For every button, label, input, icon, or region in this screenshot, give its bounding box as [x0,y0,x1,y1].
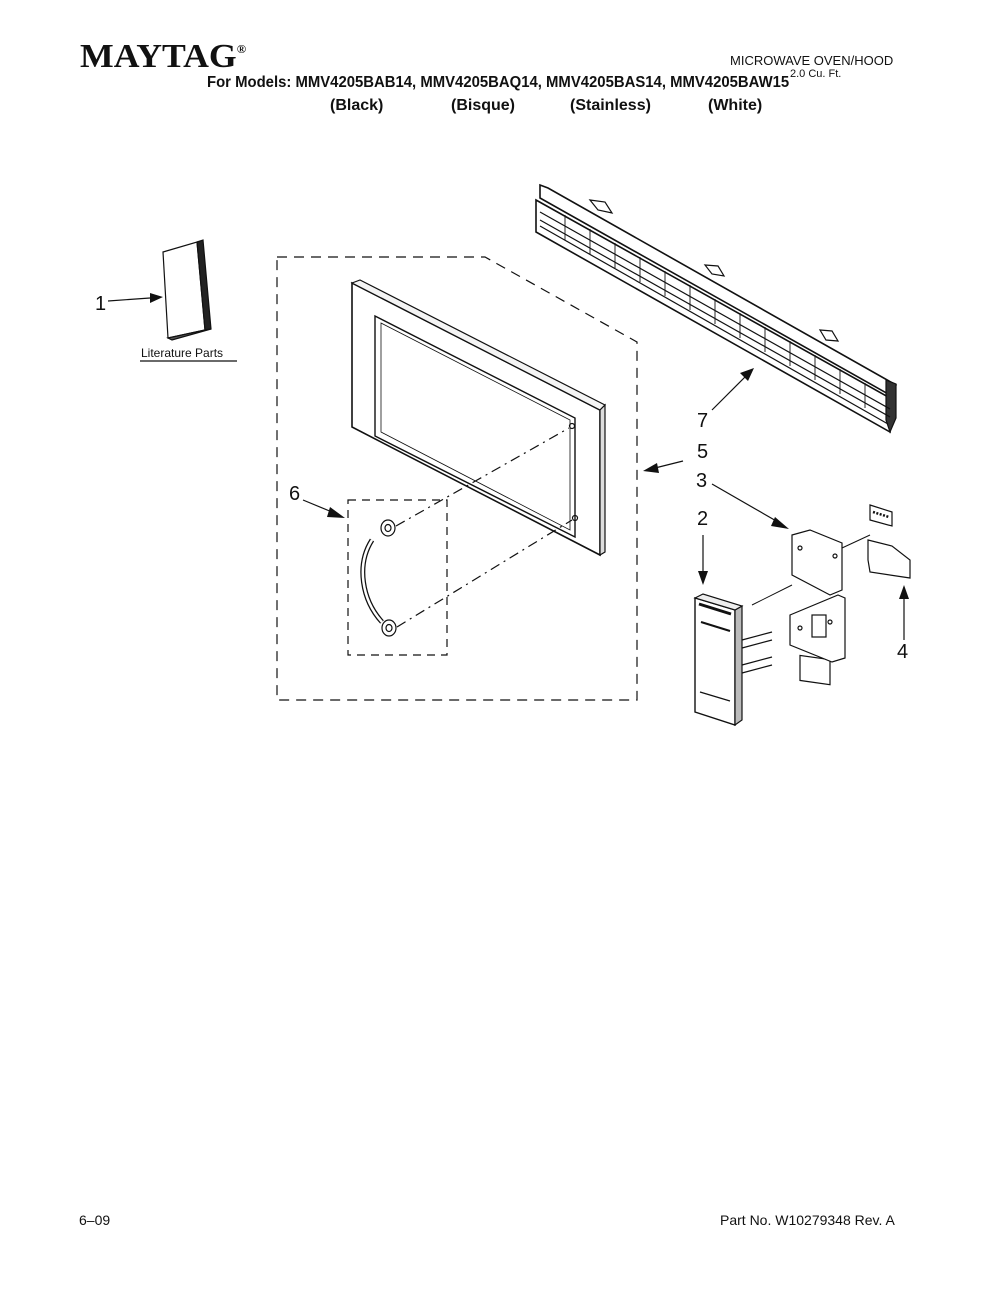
leader-6 [302,499,333,513]
part-number: Part No. W10279348 Rev. A [720,1212,895,1228]
callout-4: 4 [897,641,908,663]
leader-7 [711,376,746,411]
vent-grille [535,183,898,434]
handle-mount-line-bottom [396,519,573,628]
callout-5: 5 [697,441,708,463]
registered-mark: ® [236,42,247,56]
callout-6: 6 [289,483,300,505]
control-board [867,504,911,579]
product-type: MICROWAVE OVEN/HOOD [730,53,894,68]
callout-7: 7 [697,410,708,432]
leader-1 [107,297,151,302]
capacity: 2.0 Cu. Ft. [790,68,842,80]
brand-logo: MAYTAG® [80,38,247,75]
door-panel [350,279,607,557]
models-line: For Models: MMV4205BAB14, MMV4205BAQ14, … [207,74,790,91]
handle-boundary [347,499,448,656]
color-bisque: (Bisque) [451,97,515,114]
revision-date: 6–09 [79,1212,111,1228]
color-black: (Black) [330,97,384,114]
leader-3 [711,483,779,523]
door-handle [360,519,397,637]
color-stainless: (Stainless) [570,97,651,114]
leader-5 [654,460,684,469]
callout-2: 2 [697,508,708,530]
callout-1: 1 [95,293,106,315]
callout-3: 3 [696,470,707,492]
literature-booklet [162,239,212,341]
literature-parts-label: Literature Parts [141,346,223,360]
control-panel [693,593,773,727]
color-white: (White) [708,97,763,114]
control-bracket [789,529,846,686]
door-assembly-boundary [276,256,638,701]
